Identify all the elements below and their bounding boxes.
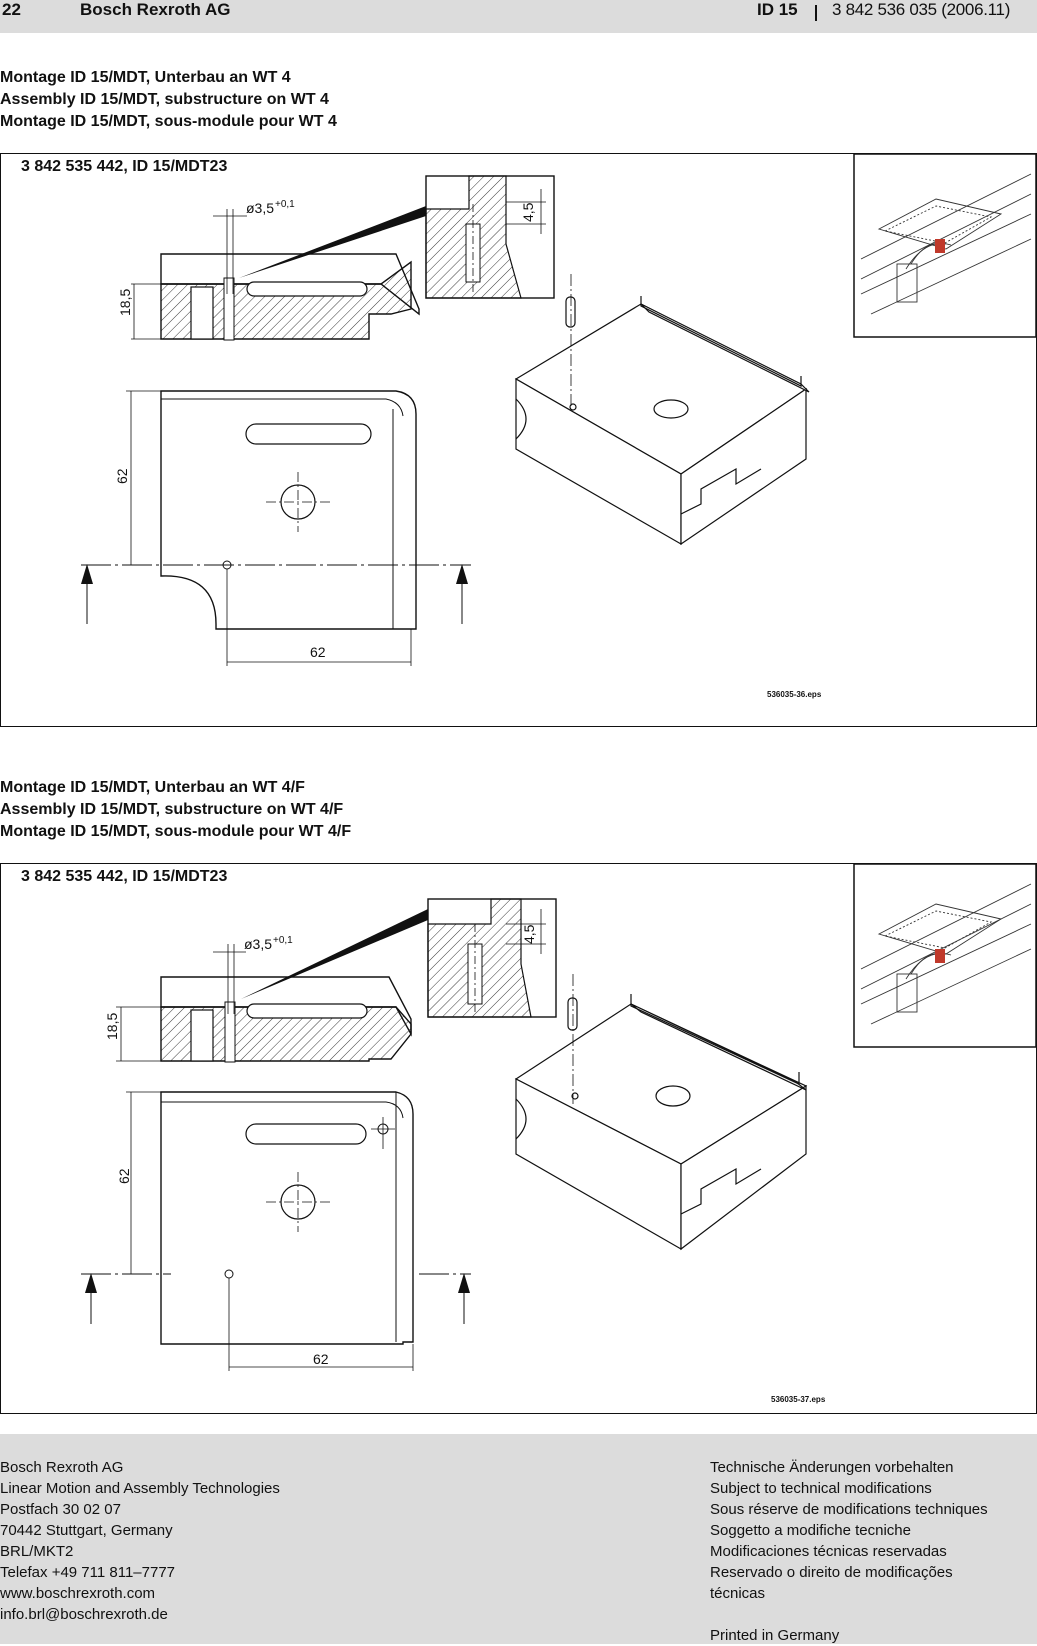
section-1-height-dimension: 18,5 bbox=[117, 289, 133, 316]
section-1-depth-dimension: 4,5 bbox=[520, 202, 536, 222]
section-2-width-dimension: 62 bbox=[313, 1351, 329, 1367]
section-2-depth-dimension: 4,5 bbox=[521, 924, 537, 944]
section-2-title-fr: Montage ID 15/MDT, sous-module pour WT 4… bbox=[0, 823, 352, 840]
footer-address: Bosch Rexroth AG Linear Motion and Assem… bbox=[0, 1457, 280, 1625]
section-1-detail-view: 4,5 bbox=[425, 175, 555, 299]
section-2-detail-view: 4,5 bbox=[427, 898, 557, 1018]
section-2-cross-section: ø3,5 +0,1 18,5 bbox=[104, 909, 428, 1063]
disclaimer-es: Modificaciones técnicas reservadas bbox=[710, 1543, 947, 1560]
section-1-title-en: Assembly ID 15/MDT, substructure on WT 4 bbox=[0, 91, 329, 108]
disclaimer-it: Soggetto a modifiche tecniche bbox=[710, 1522, 911, 1539]
section-2-title-en: Assembly ID 15/MDT, substructure on WT 4… bbox=[0, 801, 344, 818]
footer-spacer bbox=[710, 1604, 988, 1625]
product-id: ID 15 bbox=[757, 0, 798, 19]
footer-city: 70442 Stuttgart, Germany bbox=[0, 1522, 173, 1539]
footer-company: Bosch Rexroth AG bbox=[0, 1459, 124, 1476]
header-divider bbox=[815, 5, 817, 21]
section-1-inset-illustration bbox=[853, 154, 1036, 338]
disclaimer-pt: Reservado o direito de modificações bbox=[710, 1564, 953, 1581]
section-2-height-dimension: 18,5 bbox=[104, 1013, 120, 1040]
page-footer: Bosch Rexroth AG Linear Motion and Assem… bbox=[0, 1434, 1037, 1644]
section-1-cross-section: ø3,5 +0,1 18,5 bbox=[117, 199, 426, 341]
section-2-drawing-frame: ø3,5 +0,1 18,5 4,5 bbox=[0, 863, 1037, 1414]
section-1-bore-dimension: ø3,5 bbox=[246, 200, 274, 216]
footer-email-link[interactable]: info.brl@boschrexroth.de bbox=[0, 1606, 168, 1623]
footer-department: BRL/MKT2 bbox=[0, 1543, 74, 1560]
page-header: 22 Bosch Rexroth AG ID 15 3 842 536 035 … bbox=[0, 0, 1037, 33]
page-number: 22 bbox=[2, 0, 21, 19]
section-1-isometric-view bbox=[514, 274, 810, 546]
section-1-part-code: 3 842 535 442, ID 15/MDT23 bbox=[21, 158, 228, 175]
disclaimer-fr: Sous réserve de modifications techniques bbox=[710, 1501, 988, 1518]
section-2-title-de: Montage ID 15/MDT, Unterbau an WT 4/F bbox=[0, 779, 305, 796]
section-2-inset-illustration bbox=[853, 864, 1036, 1048]
section-2-isometric-view bbox=[514, 974, 808, 1251]
section-2-file-name: 536035-37.eps bbox=[771, 1395, 826, 1404]
disclaimer-pt-cont: técnicas bbox=[710, 1585, 766, 1602]
company-name: Bosch Rexroth AG bbox=[80, 0, 231, 19]
footer-website-link[interactable]: www.boschrexroth.com bbox=[0, 1585, 156, 1602]
section-1-bore-tolerance: +0,1 bbox=[275, 199, 295, 210]
document-number: 3 842 536 035 (2006.11) bbox=[832, 0, 1011, 19]
footer-disclaimer: Technische Änderungen vorbehalten Subjec… bbox=[710, 1457, 988, 1646]
section-2-bore-dimension: ø3,5 bbox=[244, 936, 272, 952]
section-1-title-de: Montage ID 15/MDT, Unterbau an WT 4 bbox=[0, 69, 291, 86]
section-2-heading: Montage ID 15/MDT, Unterbau an WT 4/F As… bbox=[0, 777, 351, 843]
disclaimer-de: Technische Änderungen vorbehalten bbox=[710, 1459, 954, 1476]
section-1-file-name: 536035-36.eps bbox=[767, 690, 822, 699]
section-1-plan-view: 62 62 bbox=[81, 390, 471, 666]
section-1-side-dimension: 62 bbox=[114, 468, 130, 484]
footer-postbox: Postfach 30 02 07 bbox=[0, 1501, 121, 1518]
section-2-plan-view: 62 62 bbox=[81, 1091, 471, 1371]
disclaimer-en: Subject to technical modifications bbox=[710, 1480, 932, 1497]
footer-fax: Telefax +49 711 811–7777 bbox=[0, 1564, 176, 1581]
section-2-part-code: 3 842 535 442, ID 15/MDT23 bbox=[21, 868, 228, 885]
section-2-bore-tolerance: +0,1 bbox=[273, 935, 293, 946]
section-2-technical-drawing: ø3,5 +0,1 18,5 4,5 bbox=[81, 864, 1036, 1371]
section-1-drawing-frame: ø3,5 +0,1 18,5 4,5 bbox=[0, 153, 1037, 727]
printed-in: Printed in Germany bbox=[710, 1627, 840, 1644]
footer-division: Linear Motion and Assembly Technologies bbox=[0, 1480, 280, 1497]
section-2-side-dimension: 62 bbox=[116, 1168, 132, 1184]
section-1-technical-drawing: ø3,5 +0,1 18,5 4,5 bbox=[81, 154, 1036, 666]
section-1-title-fr: Montage ID 15/MDT, sous-module pour WT 4 bbox=[0, 113, 337, 130]
section-1-heading: Montage ID 15/MDT, Unterbau an WT 4 Asse… bbox=[0, 67, 337, 133]
section-1-width-dimension: 62 bbox=[310, 644, 326, 660]
